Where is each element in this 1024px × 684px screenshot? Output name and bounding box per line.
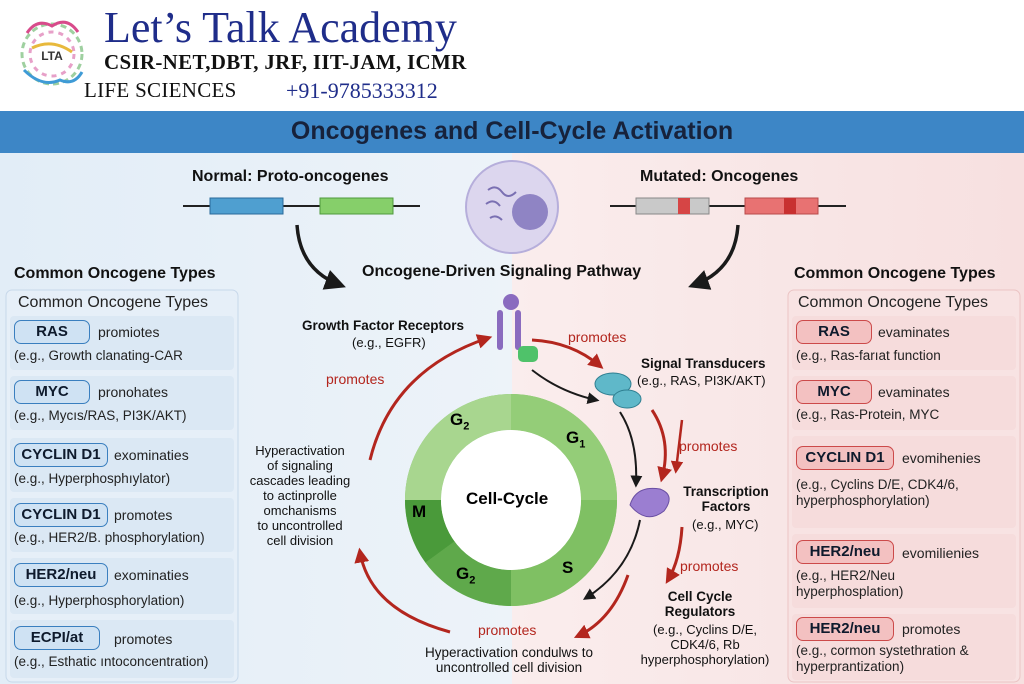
left-example-6: (e.g., Esthatic ıntoconcentration) bbox=[14, 654, 209, 669]
right-example-4: (e.g., HER2/Neu hyperphosplation) bbox=[796, 568, 904, 599]
phase-m: M bbox=[412, 502, 427, 521]
left-badge-2: MYC bbox=[14, 380, 90, 404]
left-verb-1: promiotes bbox=[98, 324, 160, 340]
cell-cycle-ring bbox=[405, 394, 617, 606]
mutated-to-pathway-arrow bbox=[688, 224, 740, 290]
header bbox=[0, 0, 1024, 110]
right-badge-4: HER2/neu bbox=[796, 540, 894, 564]
signal-transducer-icon bbox=[594, 372, 642, 409]
right-example-3: (e.g., Cyclins D/E, CDK4/6, hyperphospho… bbox=[796, 477, 959, 508]
right-example-2: (e.g., Ras-Protein, MYC bbox=[796, 407, 940, 422]
cell-cycle-regulators-label: Cell Cycle Regulators bbox=[664, 589, 736, 619]
academy-logo: LTA bbox=[20, 20, 84, 86]
phase-g2-bottom: G2 bbox=[456, 564, 476, 587]
left-verb-6: promotes bbox=[114, 631, 173, 647]
left-inner-heading: Common Oncogene Types bbox=[18, 294, 209, 311]
page-title: Oncogenes and Cell-Cycle Activation bbox=[290, 117, 734, 145]
right-example-5: (e.g., cormon systethration & hyperprant… bbox=[796, 643, 969, 674]
receptor-icon bbox=[497, 294, 538, 362]
left-badge-6: ECPI/at bbox=[14, 626, 100, 650]
brand-subject: LIFE SCIENCES bbox=[84, 78, 237, 102]
left-badge-5: HER2/neu bbox=[14, 563, 108, 587]
promotes-label-3: promotes bbox=[680, 558, 739, 574]
oncogene-graphic bbox=[610, 197, 846, 215]
proto-oncogene-graphic bbox=[183, 197, 420, 215]
promotes-label-1: promotes bbox=[568, 329, 627, 345]
mutated-label: Mutated: Oncogenes bbox=[640, 168, 799, 185]
brand-phone[interactable]: +91-9785333312 bbox=[286, 78, 438, 103]
promotes-label-4: promotes bbox=[326, 371, 385, 387]
transcription-factor-icon bbox=[629, 487, 670, 518]
phase-s: S bbox=[562, 558, 574, 577]
left-example-1: (e.g., Growth clanating-CAR bbox=[14, 348, 183, 363]
left-verb-4: promotes bbox=[114, 507, 173, 523]
promotes-label-5: promotes bbox=[478, 622, 537, 638]
left-outer-heading: Common Oncogene Types bbox=[14, 265, 216, 282]
left-verb-5: exominaties bbox=[114, 567, 189, 583]
right-verb-4: evomilienies bbox=[902, 545, 980, 561]
right-outer-heading: Common Oncogene Types bbox=[794, 265, 996, 282]
hyperactivation-bottom-text: Hyperactivation condulws to uncontrolled… bbox=[424, 645, 594, 675]
right-badge-2: MYC bbox=[796, 380, 872, 404]
left-example-3: (e.g., Hyperphosphıylator) bbox=[14, 471, 171, 486]
cell-cycle-center-label: Cell-Cycle bbox=[466, 489, 549, 508]
normal-label: Normal: Proto-oncogenes bbox=[192, 168, 389, 185]
right-inner-heading: Common Oncogene Types bbox=[798, 294, 989, 311]
growth-factor-label: Growth Factor Receptors bbox=[302, 318, 465, 333]
pathway-title: Oncogene-Driven Signaling Pathway bbox=[362, 263, 642, 280]
left-example-4: (e.g., HER2/B. phosphorylation) bbox=[14, 530, 205, 545]
transcription-factors-example: (e.g., MYC) bbox=[692, 517, 759, 532]
right-verb-5: promotes bbox=[902, 621, 961, 637]
signal-transducers-label: Signal Transducers bbox=[641, 356, 766, 371]
left-example-5: (e.g., Hyperphosphorylation) bbox=[14, 593, 185, 608]
cell-icon bbox=[465, 160, 559, 254]
transcription-factors-label: Transcription Factors bbox=[683, 484, 769, 514]
left-verb-2: pronohates bbox=[98, 384, 169, 400]
left-badge-3: CYCLIN D1 bbox=[14, 443, 108, 467]
right-badge-3: CYCLIN D1 bbox=[796, 446, 894, 470]
right-verb-1: evaminates bbox=[878, 324, 950, 340]
logo-text: LTA bbox=[41, 49, 63, 63]
left-badge-4: CYCLIN D1 bbox=[14, 503, 108, 527]
left-badge-1: RAS bbox=[14, 320, 90, 344]
phase-g2-top: G2 bbox=[450, 410, 470, 433]
right-example-1: (e.g., Ras-farıat function bbox=[796, 348, 941, 363]
promotes-label-2: promotes bbox=[679, 438, 738, 454]
right-verb-3: evomihenies bbox=[902, 450, 981, 466]
cell-cycle-regulators-example: (e.g., Cyclins D/E, CDK4/6, Rb hyperphos… bbox=[640, 622, 770, 667]
signal-transducers-example: (e.g., RAS, PI3K/AKT) bbox=[637, 373, 766, 388]
growth-factor-example: (e.g., EGFR) bbox=[352, 335, 426, 350]
normal-to-pathway-arrow bbox=[295, 224, 346, 290]
right-verb-2: evaminates bbox=[878, 384, 950, 400]
title-bar bbox=[0, 111, 1024, 153]
brand-title: Let’s Talk Academy bbox=[104, 3, 457, 52]
right-badge-1: RAS bbox=[796, 320, 872, 344]
brand-exams: CSIR-NET,DBT, JRF, IIT-JAM, ICMR bbox=[104, 50, 467, 74]
left-verb-3: exominaties bbox=[114, 447, 189, 463]
right-badge-5: HER2/neu bbox=[796, 617, 894, 641]
left-example-2: (e.g., Mycıs/RAS, PI3K/AKT) bbox=[14, 408, 187, 423]
phase-g1: G1 bbox=[566, 428, 586, 451]
hyperactivation-left-text: Hyperactivation of signaling cascades le… bbox=[249, 443, 351, 548]
